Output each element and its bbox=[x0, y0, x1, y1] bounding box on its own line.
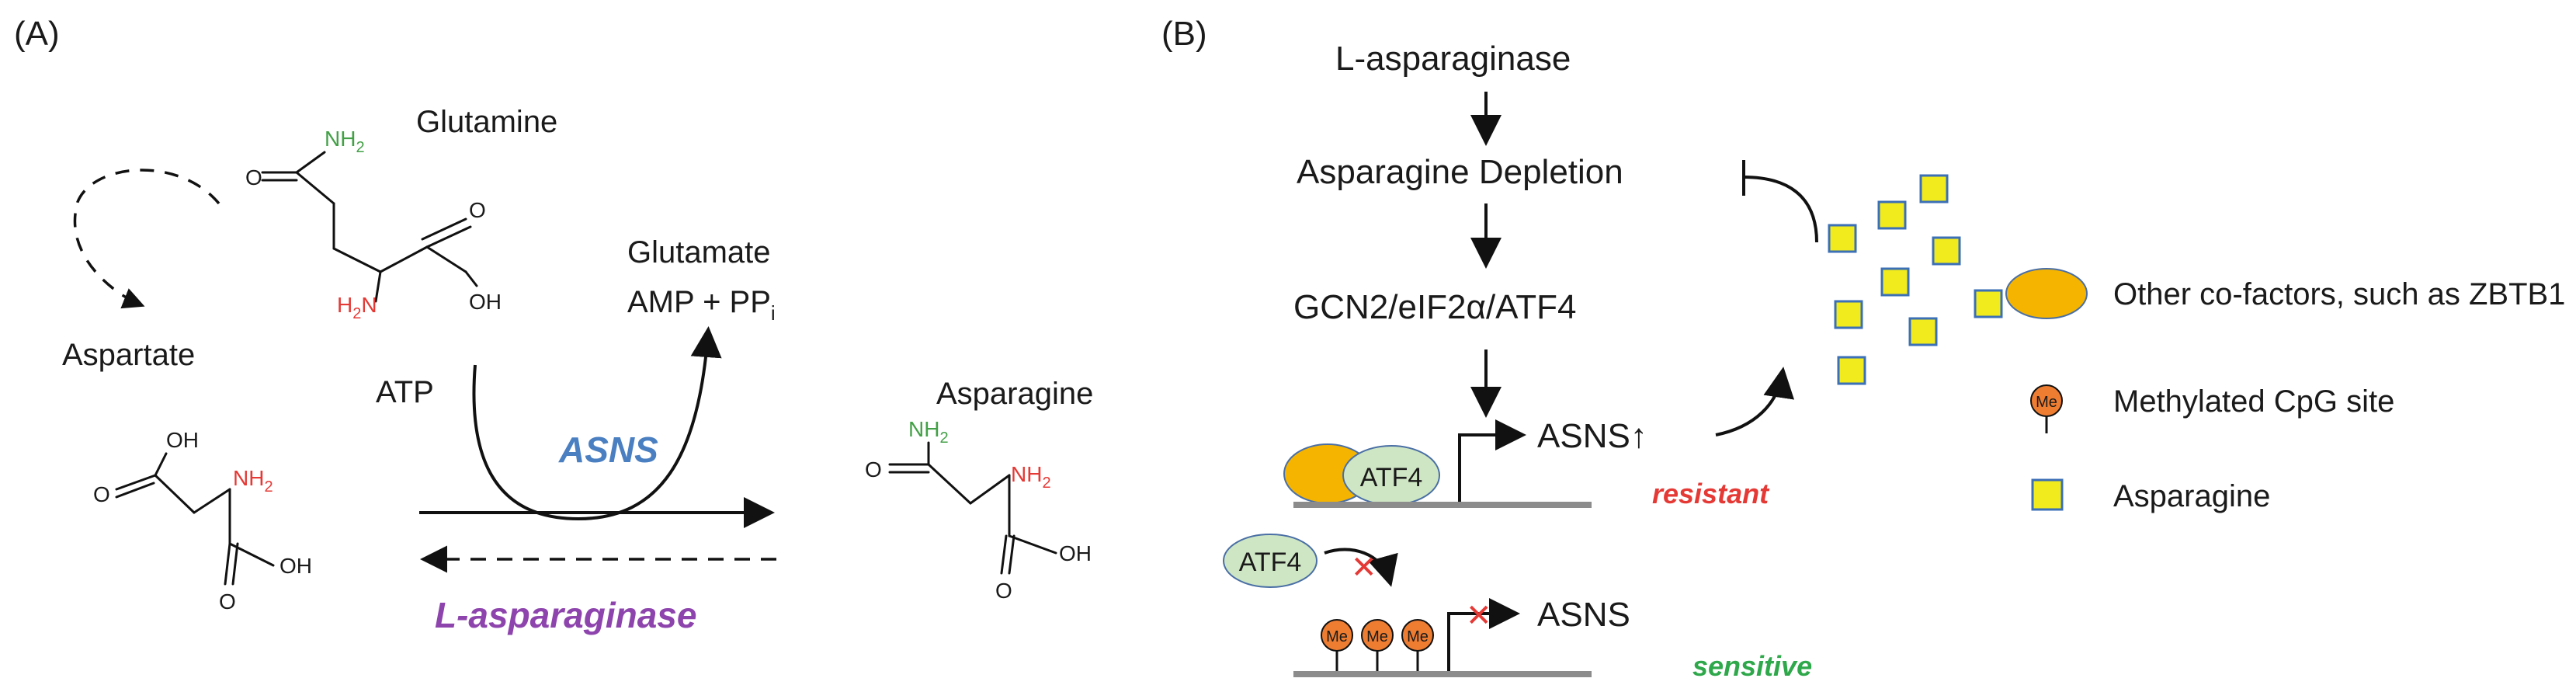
l-asparaginase-enzyme-label: L-asparaginase bbox=[435, 595, 696, 635]
me-label: Me bbox=[1366, 628, 1388, 645]
glutamate-label: Glutamate bbox=[627, 235, 771, 270]
aspartate-amine: NH2 bbox=[233, 466, 273, 496]
legend: Other co-factors, such as ZBTB1 Me Methy… bbox=[2005, 268, 2565, 513]
amp-ppi-label: AMP + PPi bbox=[627, 285, 776, 325]
transcription-start-sensitive bbox=[1447, 598, 1520, 671]
glutamine-oh: OH bbox=[469, 290, 502, 314]
methylated-cpg-site: Me bbox=[1361, 619, 1394, 671]
glutamine-label: Glutamine bbox=[416, 105, 557, 139]
me-label: Me bbox=[1326, 628, 1348, 645]
asparagine-cloud bbox=[1828, 174, 2003, 385]
me-label: Me bbox=[1407, 628, 1429, 645]
panel-a-label: (A) bbox=[14, 15, 60, 53]
inhibition-curve bbox=[1743, 176, 1818, 243]
asparagine-label: Asparagine bbox=[936, 377, 1093, 411]
atf4-free-label: ATF4 bbox=[1239, 548, 1302, 577]
glutamine-structure: NH2 O O OH H2N bbox=[245, 127, 502, 322]
aspartate-bottom-oh: OH bbox=[279, 554, 312, 578]
atf4-bound-label: ATF4 bbox=[1360, 463, 1423, 492]
glutamine-carbonyl-o: O bbox=[245, 165, 262, 190]
aspartate-label: Aspartate bbox=[62, 338, 195, 372]
asns-up-label: ASNS↑ bbox=[1537, 417, 1647, 455]
glutamine-amine: H2N bbox=[337, 293, 377, 322]
aspartate-bottom-o: O bbox=[219, 589, 236, 614]
legend-methyl-label: Methylated CpG site bbox=[2113, 384, 2394, 419]
orange-ellipse-icon bbox=[2005, 268, 2088, 319]
asparagine-amide-o: O bbox=[865, 457, 882, 482]
atp-label: ATP bbox=[376, 375, 434, 409]
asparagine-amine: NH2 bbox=[1011, 462, 1051, 492]
asparagine-oh: OH bbox=[1059, 541, 1092, 565]
resistant-promoter: ATF4 bbox=[1283, 419, 1592, 508]
atp-consumption-arrow bbox=[472, 326, 722, 521]
legend-cofactor-label: Other co-factors, such as ZBTB1 bbox=[2113, 277, 2565, 311]
asparagine-square bbox=[1919, 174, 1949, 203]
asparagine-square bbox=[1932, 236, 1961, 266]
yellow-square-icon bbox=[2031, 478, 2064, 511]
asparagine-square bbox=[1834, 300, 1863, 329]
atf4-free-ellipse bbox=[1223, 534, 1318, 588]
atf4-blocked-arrow bbox=[1324, 548, 1398, 587]
sensitive-promoter: ATF4 ✕ Me Me Me ✕ bbox=[1223, 534, 1592, 677]
asparagine-square bbox=[1877, 200, 1907, 230]
glutamine-amide-nh2: NH2 bbox=[325, 127, 365, 156]
pathway-label: GCN2/eIF2α/ATF4 bbox=[1293, 288, 1576, 326]
panel-b-label: (B) bbox=[1161, 15, 1207, 53]
asparagine-square bbox=[1837, 356, 1866, 385]
glutamine-acid-o: O bbox=[469, 198, 486, 222]
asns-to-asparagine-arrow bbox=[1715, 367, 1795, 436]
methyl-lollipop-icon: Me bbox=[2030, 384, 2063, 433]
me-label: Me bbox=[2036, 394, 2057, 411]
aspartate-top-oh: OH bbox=[166, 428, 199, 452]
asparagine-square bbox=[1908, 317, 1938, 346]
asparagine-amide-nh2: NH2 bbox=[908, 417, 949, 447]
asparagine-structure: NH2 O NH2 OH O bbox=[865, 417, 1092, 603]
aspartate-structure: OH O NH2 OH O bbox=[93, 428, 312, 614]
asparagine-depletion-label: Asparagine Depletion bbox=[1297, 153, 1623, 191]
asparagine-square bbox=[1974, 289, 2003, 318]
asparagine-square bbox=[1828, 224, 1857, 253]
b-l-asparaginase-label: L-asparaginase bbox=[1335, 40, 1571, 78]
cycle-dashed-arrow bbox=[73, 169, 220, 309]
resistant-label: resistant bbox=[1652, 478, 1770, 509]
sensitive-label: sensitive bbox=[1692, 650, 1812, 682]
methylated-cpg-site: Me bbox=[1401, 619, 1434, 671]
transcription-start-resistant bbox=[1458, 419, 1526, 502]
aspartate-top-o: O bbox=[93, 482, 110, 506]
asns-enzyme-label: ASNS bbox=[558, 429, 658, 470]
asparagine-acid-o: O bbox=[995, 579, 1012, 603]
atf4-block-x: ✕ bbox=[1351, 551, 1377, 585]
legend-asparagine-label: Asparagine bbox=[2113, 479, 2270, 513]
asparagine-square bbox=[1880, 267, 1910, 297]
asns-silenced-label: ASNS bbox=[1537, 596, 1630, 634]
methylated-cpg-site: Me bbox=[1321, 619, 1353, 671]
transcription-block-x: ✕ bbox=[1466, 599, 1492, 633]
